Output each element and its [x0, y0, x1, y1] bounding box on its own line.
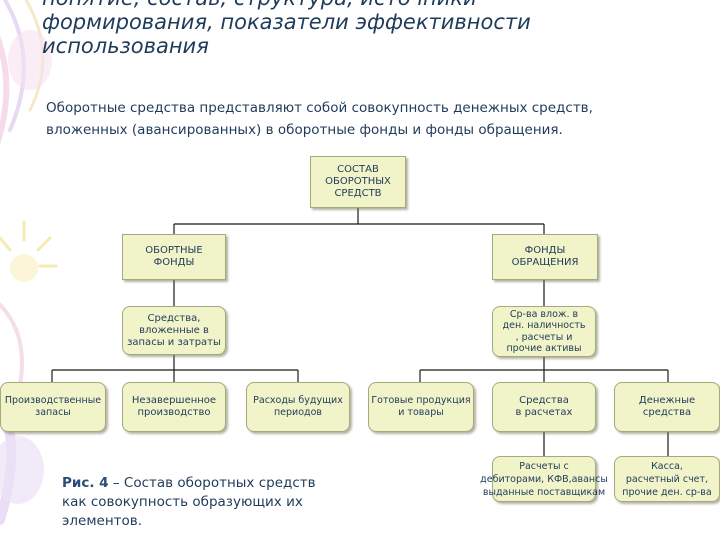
title-line-3: использования	[42, 34, 209, 58]
figure-caption: Рис. 4 – Состав оборотных средств как со…	[62, 474, 382, 531]
leaf-label: Производственные запасы	[4, 395, 102, 418]
right-sub-node: Ср-ва влож. в ден. наличность , расчеты …	[492, 306, 596, 357]
title-line-2: формирования, показатели эффективности	[42, 10, 531, 34]
right-sub-label: Ср-ва влож. в ден. наличность , расчеты …	[502, 308, 586, 355]
leaf-deferred-expenses: Расходы будущих периодов	[246, 382, 350, 432]
leaf-label: Готовые продукция и товары	[371, 395, 471, 418]
caption-text-line-3: элементов.	[62, 513, 143, 529]
detail-settlements-label: Расчеты с дебиторами, КФВ,авансы выданны…	[480, 460, 608, 498]
left-group-node: ОБОРТНЫЕ ФОНДЫ	[122, 234, 226, 280]
leaf-settlements: Средства в расчетах	[492, 382, 596, 432]
intro-line-1: Оборотные средства представляют собой со…	[46, 100, 593, 116]
caption-text-first: – Состав оборотных средств	[108, 475, 316, 491]
right-group-label: ФОНДЫ ОБРАЩЕНИЯ	[511, 245, 579, 268]
root-node-label: СОСТАВ ОБОРОТНЫХ СРЕДСТВ	[325, 164, 391, 199]
right-group-node: ФОНДЫ ОБРАЩЕНИЯ	[492, 234, 598, 280]
leaf-finished-goods: Готовые продукция и товары	[368, 382, 474, 432]
intro-line-2: вложенных (авансированных) в оборотные ф…	[46, 122, 563, 138]
caption-text-line-2: как совокупность образующих их	[62, 494, 303, 510]
leaf-label: Незавершенное производство	[131, 395, 217, 418]
caption-label: Рис. 4	[62, 475, 109, 491]
leaf-label: Денежные средства	[638, 395, 696, 418]
detail-cash-label: Касса, расчетный счет, прочие ден. ср-ва	[622, 460, 712, 498]
leaf-cash: Денежные средства	[614, 382, 720, 432]
title-line-1: понятие, состав, структура, источники	[42, 0, 702, 10]
detail-cash: Касса, расчетный счет, прочие ден. ср-ва	[614, 456, 720, 502]
leaf-work-in-progress: Незавершенное производство	[122, 382, 226, 432]
leaf-label: Средства в расчетах	[515, 395, 573, 418]
left-sub-label: Средства, вложенные в запасы и затраты	[127, 312, 221, 348]
left-group-label: ОБОРТНЫЕ ФОНДЫ	[145, 245, 203, 268]
leaf-production-stocks: Производственные запасы	[0, 382, 106, 432]
slide-title: понятие, состав, структура, источники фо…	[42, 0, 702, 58]
intro-paragraph: Оборотные средства представляют собой со…	[46, 97, 686, 141]
detail-settlements: Расчеты с дебиторами, КФВ,авансы выданны…	[480, 456, 608, 502]
left-sub-node: Средства, вложенные в запасы и затраты	[122, 306, 226, 355]
leaf-label: Расходы будущих периодов	[253, 395, 343, 418]
root-node: СОСТАВ ОБОРОТНЫХ СРЕДСТВ	[310, 156, 406, 208]
